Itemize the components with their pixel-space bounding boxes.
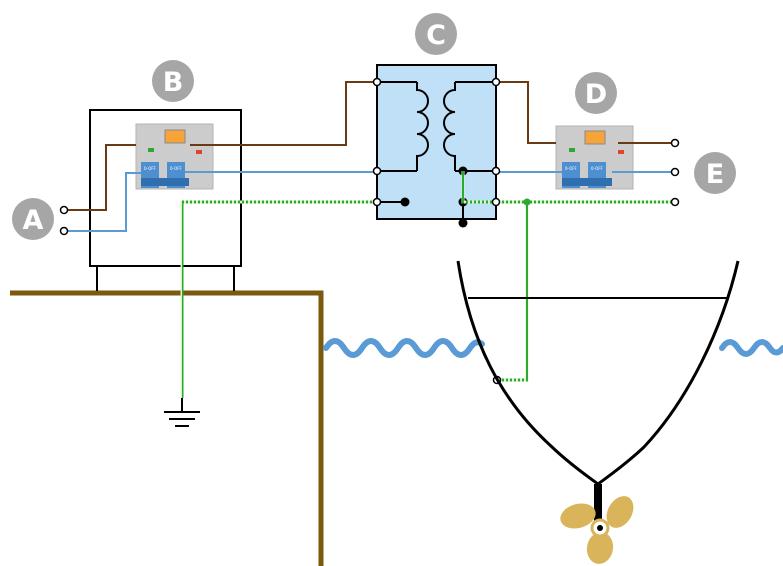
callout-d: D bbox=[575, 72, 617, 114]
callout-label-b: B bbox=[163, 67, 184, 98]
callout-label-d: D bbox=[585, 79, 607, 110]
junction-dot bbox=[400, 197, 410, 207]
water-waves bbox=[323, 338, 783, 358]
boat-hull bbox=[456, 260, 740, 524]
callout-label-a: A bbox=[23, 205, 44, 236]
earth-wire bbox=[180, 171, 675, 398]
propeller-icon bbox=[560, 496, 634, 564]
switch-label-d2: 0-OFF bbox=[591, 166, 604, 171]
callout-e: E bbox=[694, 152, 736, 194]
switch-label-b2: 0-OFF bbox=[170, 166, 183, 171]
breaker-panel-b: 0-OFF 0-OFF bbox=[135, 123, 214, 190]
primary-coil-icon bbox=[416, 82, 429, 171]
callout-label-c: C bbox=[426, 20, 446, 51]
breaker-panel-d: 0-OFF 0-OFF bbox=[555, 125, 634, 190]
callout-c: C bbox=[415, 13, 457, 55]
terminals bbox=[59, 77, 680, 385]
callout-label-e: E bbox=[706, 159, 724, 190]
switch-label-b1: 0-OFF bbox=[144, 166, 157, 171]
isolation-transformer bbox=[376, 64, 497, 228]
callout-a: A bbox=[12, 198, 54, 240]
live-wire bbox=[64, 81, 675, 211]
junction-dot bbox=[458, 218, 468, 228]
secondary-coil-icon bbox=[443, 82, 456, 171]
switch-label-d1: 0-OFF bbox=[565, 166, 578, 171]
junction-dot bbox=[523, 198, 531, 206]
neutral-wire bbox=[64, 171, 675, 232]
dock bbox=[10, 290, 324, 566]
callout-b: B bbox=[152, 60, 194, 102]
ground-symbol-icon bbox=[164, 398, 200, 427]
